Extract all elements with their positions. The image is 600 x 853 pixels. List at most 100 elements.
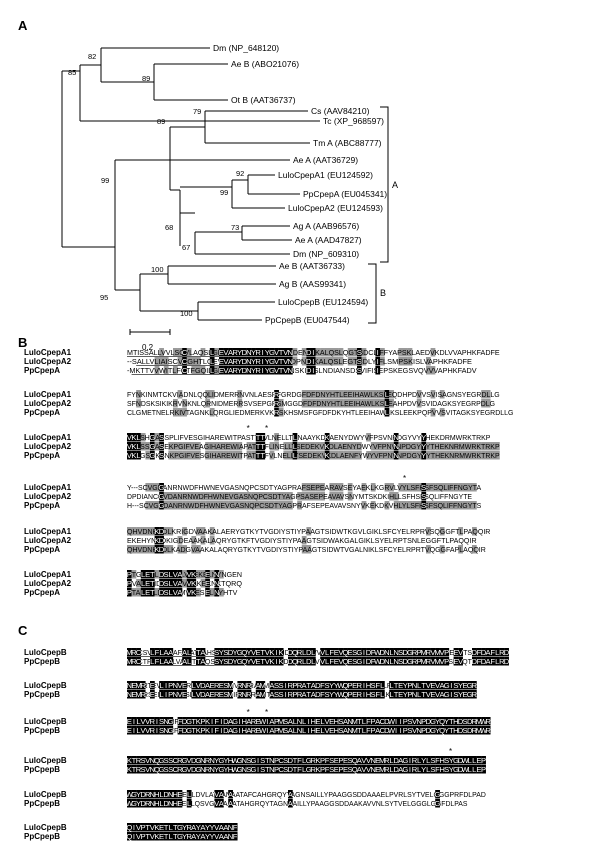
alignment-shade (196, 357, 201, 366)
alignment-shade (246, 357, 252, 366)
alignment-shade (191, 690, 197, 699)
alignment-sequence: MRCSVLFLAAAFALATAAHSYSDYGQYVETVKIKNDQRLD… (127, 648, 509, 657)
alignment-shade (278, 357, 284, 366)
conserved-residue: R (255, 366, 261, 375)
alignment-shade (200, 681, 206, 690)
conserved-residue: P (274, 717, 279, 726)
alignment-shade (370, 483, 376, 492)
alignment-shade (370, 726, 376, 735)
alignment-shade (439, 408, 445, 417)
alignment-shade (274, 348, 279, 357)
alignment-shade (361, 765, 367, 774)
conserved-residue: P (338, 756, 343, 765)
conserved-residue: V (214, 823, 220, 832)
conserved-residue: K (325, 442, 330, 451)
conserved-residue: H (228, 756, 233, 765)
alignment-shade (182, 545, 187, 554)
alignment-shade (182, 690, 187, 699)
alignment-shade (435, 681, 440, 690)
alignment-shade (140, 545, 146, 554)
conserved-residue: L (136, 726, 140, 735)
alignment-shade (191, 832, 197, 841)
conserved-residue: F (329, 657, 334, 666)
alignment-shade (301, 390, 307, 399)
bootstrap-value: 73 (231, 223, 239, 232)
conserved-residue: G (159, 483, 165, 492)
alignment-shade (255, 765, 261, 774)
alignment-shade (182, 527, 187, 536)
alignment-shade (260, 681, 266, 690)
alignment-shade (393, 717, 399, 726)
conserved-residue: W (480, 726, 488, 735)
conserved-residue: I (285, 681, 287, 690)
alignment-shade (403, 648, 408, 657)
alignment-shade (292, 717, 298, 726)
alignment-shade (228, 366, 233, 375)
alignment-shade (412, 690, 417, 699)
conserved-residue: G (269, 366, 275, 375)
alignment-shade (191, 492, 197, 501)
alignment-shade (214, 501, 220, 510)
conserved-residue: G (159, 765, 165, 774)
conserved-residue: Y (251, 366, 256, 375)
alignment-shade (430, 726, 436, 735)
alignment-shade (246, 657, 252, 666)
alignment-shade (393, 681, 399, 690)
conserved-residue: S (164, 765, 169, 774)
alignment-shade (334, 390, 339, 399)
alignment-shade (357, 690, 362, 699)
alignment-shade (150, 790, 155, 799)
alignment-shade (154, 726, 160, 735)
alignment-shade (269, 357, 275, 366)
alignment-shade (421, 648, 427, 657)
conserved-residue: V (412, 726, 418, 735)
alignment-shade (366, 690, 371, 699)
alignment-shade (205, 690, 210, 699)
alignment-shade (205, 832, 210, 841)
sequence-name: PpCpepA (24, 451, 60, 460)
alignment-shade (449, 717, 454, 726)
alignment-sequence: PTGLETLDSLVALVKEKELNYNGEN (127, 570, 242, 579)
conserved-residue: R (274, 390, 280, 399)
conserved-residue: D (306, 657, 312, 666)
alignment-shade (334, 717, 339, 726)
alignment-shade (154, 765, 160, 774)
conserved-residue: N (297, 717, 302, 726)
alignment-shade (265, 657, 270, 666)
conserved-residue: R (136, 765, 142, 774)
conserved-residue: K (325, 451, 330, 460)
conserved-residue: V (145, 756, 151, 765)
alignment-shade (338, 726, 344, 735)
alignment-shade (214, 451, 220, 460)
alignment-shade (223, 492, 229, 501)
conserved-residue: F (435, 756, 440, 765)
alignment-shade (274, 756, 279, 765)
alignment-shade (246, 717, 252, 726)
alignment-sequence: FYNKINMTCKVIADNLQQLIDMERRNVNLAESRFGRDGFD… (127, 390, 500, 399)
alignment-shade (214, 823, 220, 832)
conserved-residue: T (260, 442, 265, 451)
alignment-shade (361, 657, 367, 666)
conserved-residue: I (266, 717, 268, 726)
conserved-residue: V (173, 570, 179, 579)
conserved-residue: E (430, 681, 435, 690)
alignment-shade (370, 442, 376, 451)
alignment-shade (159, 726, 164, 735)
alignment-shade (228, 451, 233, 460)
conserved-residue: G (149, 451, 155, 460)
alignment-shade (389, 492, 394, 501)
conserved-residue: G (159, 756, 165, 765)
alignment-shade (182, 570, 187, 579)
alignment-shade (449, 681, 454, 690)
alignment-shade (449, 501, 454, 510)
alignment-shade (182, 366, 187, 375)
alignment-shade (177, 765, 183, 774)
alignment-shade (426, 657, 431, 666)
alignment-shade (375, 348, 381, 357)
alignment-shade (444, 483, 450, 492)
alignment-shade (375, 451, 381, 460)
alignment-shade (131, 790, 137, 799)
conserved-residue: E (430, 690, 435, 699)
alignment-shade (407, 765, 413, 774)
conserved-residue: L (293, 442, 297, 451)
